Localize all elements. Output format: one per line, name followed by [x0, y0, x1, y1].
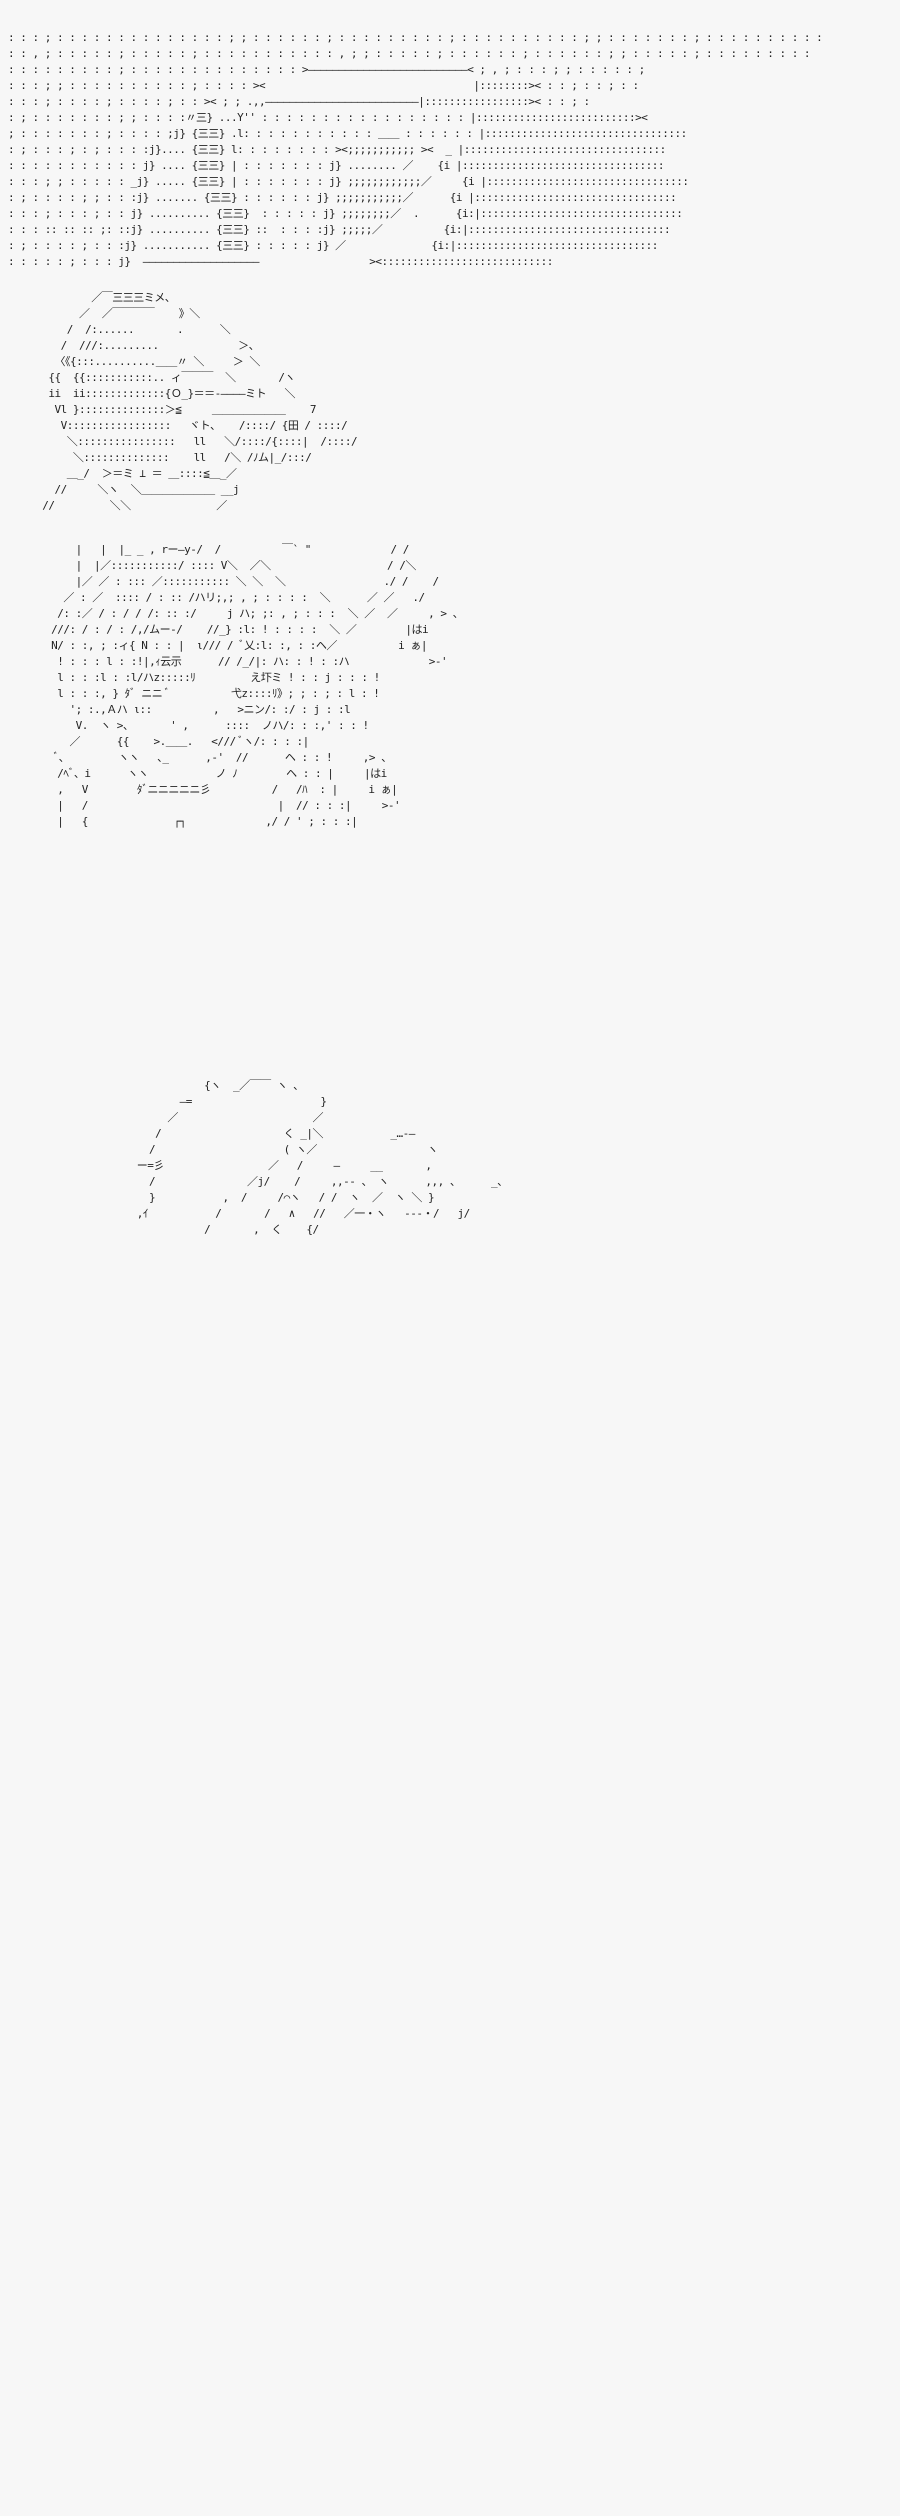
ascii-art-character-3: {ヽ _／￣￣ ヽ ､ ―= } ／ ／ / く _|＼ _…-― / ( ヽ／…	[136, 1079, 508, 1236]
ascii-art-corridor: : : : ; : : : : : : : : : : : : : : ; ; …	[8, 31, 823, 268]
ascii-art-character-2: | | |_ _ , rー―y-/ / ￣` " / / | |／:::::::…	[51, 543, 464, 828]
ascii-art-character-1: ／￣三三三ミメ、 ／ ／￣￣￣￣ 》＼ / /:...... . ＼ / ///…	[42, 291, 358, 512]
